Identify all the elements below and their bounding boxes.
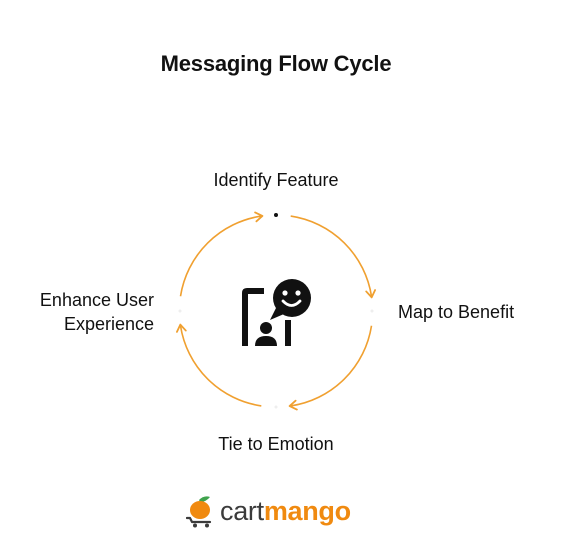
brand-wordmark-cart: cart [220, 496, 264, 526]
node-dot-bottom [274, 405, 278, 409]
node-dot-top [274, 213, 278, 217]
node-dot-left [178, 309, 182, 313]
arrow-left-to-top [179, 211, 264, 297]
arrow-right-to-bottom [288, 325, 373, 411]
step-enhance-user-experience: Enhance User Experience [14, 288, 154, 336]
brand-wordmark: cartmango [220, 494, 351, 528]
step-tie-to-emotion: Tie to Emotion [218, 434, 334, 454]
step-label-line-1: Enhance User [39, 290, 154, 310]
node-dot-right [370, 309, 374, 313]
step-identify-feature: Identify Feature [213, 170, 339, 190]
arrow-top-to-right [290, 215, 376, 299]
brand-logo: cartmango [186, 494, 351, 528]
diagram-title: Messaging Flow Cycle [160, 51, 392, 76]
mango-cart-icon [186, 496, 212, 528]
step-label-line-2: Experience [63, 314, 154, 334]
step-map-to-benefit: Map to Benefit [398, 302, 515, 322]
brand-wordmark-mango: mango [263, 496, 351, 526]
phone-chat-icon [242, 279, 311, 346]
arrow-bottom-to-left [176, 323, 262, 407]
